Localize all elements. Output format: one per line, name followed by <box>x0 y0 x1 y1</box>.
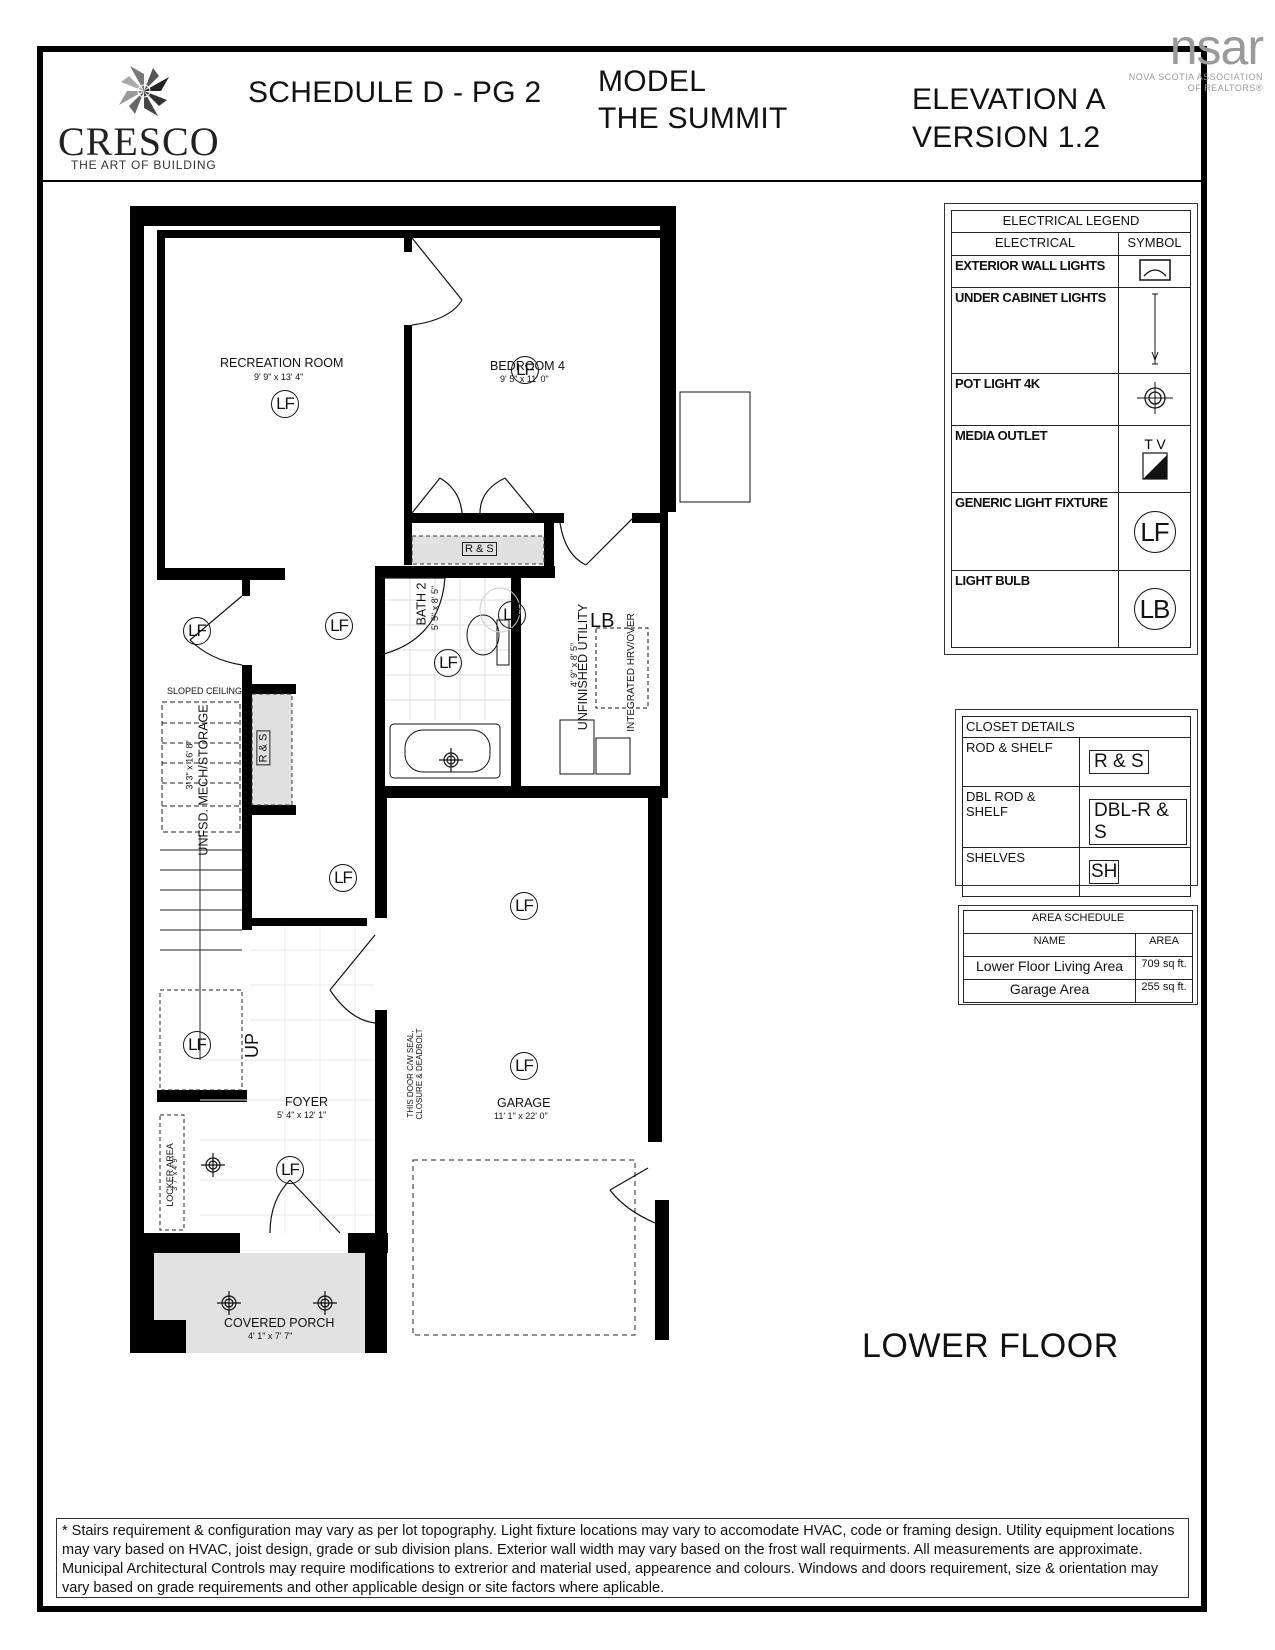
rod-shelf-tag: R & S <box>1089 750 1149 774</box>
light-fixture-icon: LF <box>325 612 353 640</box>
dbl-rod-shelf-tag: DBL-R & S <box>1089 799 1187 845</box>
brand-tagline: THE ART OF BUILDING <box>71 158 217 172</box>
svg-text:T V: T V <box>1144 436 1166 452</box>
room-foyer: FOYER <box>285 1095 329 1109</box>
stair-up-label: UP <box>242 1032 263 1059</box>
light-bulb-icon: LB <box>1133 587 1176 630</box>
room-covered-porch: COVERED PORCH <box>224 1316 335 1330</box>
closet-tag-hall: R & S <box>256 730 271 766</box>
model-name: THE SUMMIT <box>598 102 788 135</box>
light-fixture-icon: LF <box>329 864 357 892</box>
garage-door-note: THIS DOOR C/W SEAL, CLOSURE & DEADBOLT <box>406 1028 424 1120</box>
light-bulb-icon: LB <box>590 610 615 632</box>
room-recreation: RECREATION ROOM <box>220 356 344 370</box>
light-fixture-icon: LF <box>498 601 526 629</box>
exterior-wall-light-icon <box>1138 259 1171 281</box>
schedule-title: SCHEDULE D - PG 2 <box>248 76 542 109</box>
generic-light-fixture-icon: LF <box>1133 510 1176 553</box>
model-label: MODEL <box>598 65 707 98</box>
shelves-tag: SH <box>1089 860 1120 884</box>
room-mech-storage: UNFSD. MECH/STORAGE <box>196 704 211 856</box>
integrated-hrv-note: INTEGRATED HRV/OVER <box>625 613 637 732</box>
nsar-watermark: nsar NOVA SCOTIA ASSOCIATION OF REALTORS… <box>1128 19 1264 93</box>
pot-light-icon <box>1136 381 1173 414</box>
brand-name: CRESCO <box>58 119 220 164</box>
light-fixture-icon: LF <box>510 1052 538 1080</box>
closet-tag-bedroom: R & S <box>462 542 497 556</box>
under-cabinet-light-icon <box>1151 293 1158 365</box>
media-outlet-icon: T V <box>1141 436 1168 480</box>
nsar-logo: nsar <box>1169 19 1264 75</box>
floor-label: LOWER FLOOR <box>862 1327 1119 1365</box>
light-fixture-icon: LF <box>271 390 299 418</box>
light-fixture-icon: LF <box>183 617 211 645</box>
light-fixture-icon: LF <box>183 1031 211 1059</box>
light-fixture-icon: LF <box>434 649 462 677</box>
header-divider <box>37 180 1207 182</box>
cresco-pinwheel-icon <box>119 66 169 116</box>
disclaimer-footnote: * Stairs requirement & configuration may… <box>56 1518 1189 1598</box>
version-label: VERSION 1.2 <box>912 121 1101 154</box>
light-fixture-icon: LF <box>510 892 538 920</box>
sloped-ceiling-note: SLOPED CEILING <box>167 686 243 696</box>
room-bath-2: BATH 2 <box>414 582 429 626</box>
elevation-label: ELEVATION A <box>912 83 1106 116</box>
page-frame <box>37 46 1207 1612</box>
room-garage: GARAGE <box>497 1096 551 1110</box>
light-fixture-icon: LF <box>511 356 539 384</box>
light-fixture-icon: LF <box>276 1156 304 1184</box>
